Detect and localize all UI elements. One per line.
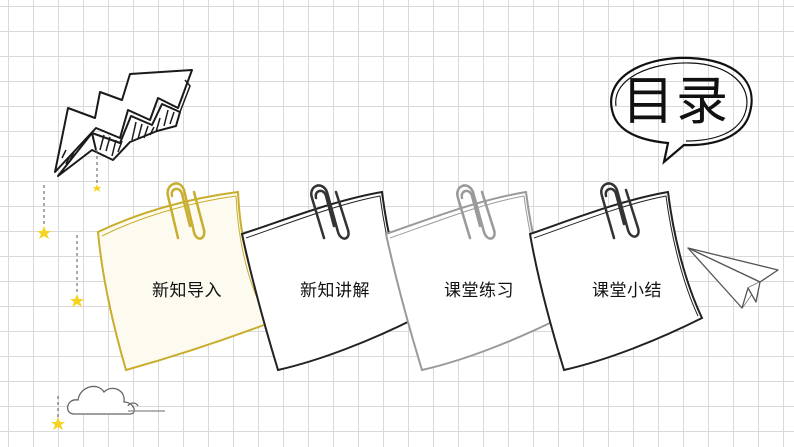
note-card-4 bbox=[528, 182, 704, 372]
paper-plane-icon bbox=[687, 247, 779, 309]
paperclip-icon bbox=[166, 182, 206, 240]
cloud-icon bbox=[67, 385, 165, 415]
note-card-1 bbox=[96, 182, 274, 372]
page-title: 目录 bbox=[622, 72, 731, 132]
paperclip-icon bbox=[310, 184, 350, 240]
note-label-3[interactable]: 课堂练习 bbox=[444, 281, 514, 301]
hanging-stars-icon bbox=[37, 150, 101, 430]
note-label-1[interactable]: 新知导入 bbox=[152, 281, 222, 301]
note-label-4[interactable]: 课堂小结 bbox=[592, 281, 662, 301]
paperclip-icon bbox=[600, 182, 640, 240]
note-label-2[interactable]: 新知讲解 bbox=[300, 281, 370, 301]
paperclip-icon bbox=[456, 184, 496, 240]
zigzag-arrow-icon bbox=[54, 69, 193, 177]
speech-bubble-icon bbox=[609, 56, 753, 165]
